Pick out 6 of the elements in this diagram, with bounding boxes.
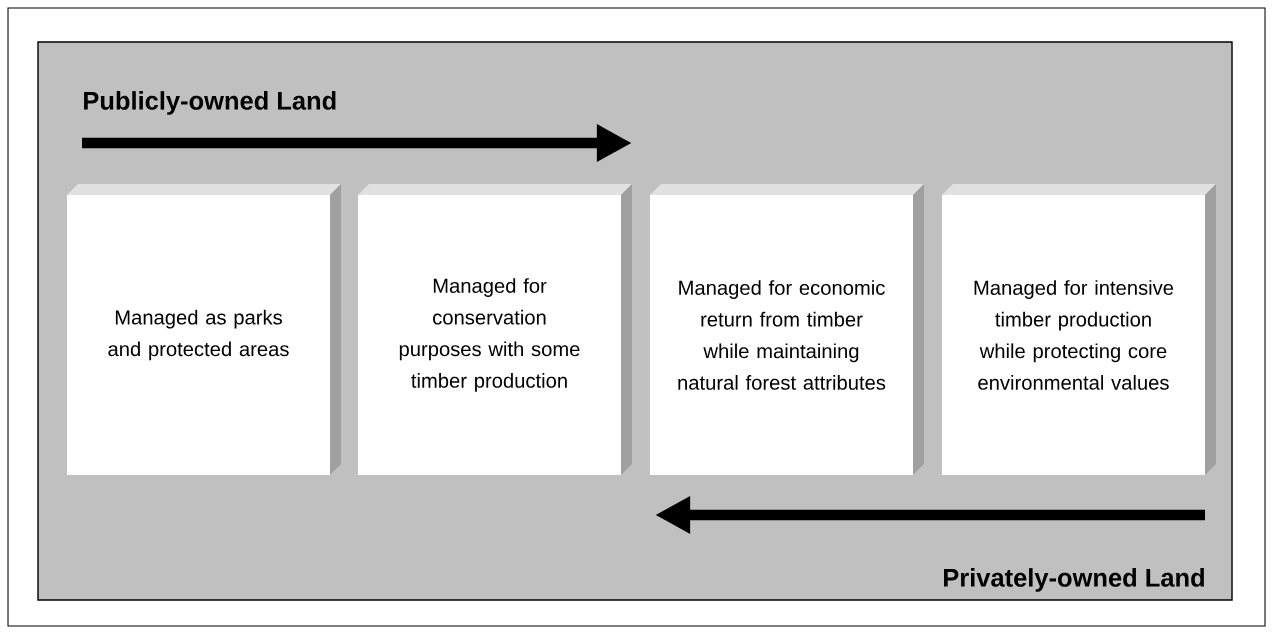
heading: Publicly-owned Land xyxy=(84,91,336,115)
box: Managed for intensive timber production while protecting core environmental values xyxy=(942,184,1216,475)
box: Managed for economic return from timber while maintaining natural forest attributes xyxy=(650,184,924,475)
box: Managed as parks and protected areas xyxy=(67,184,341,475)
heading: Privately-owned Land xyxy=(944,568,1204,592)
box: Managed for conservation purposes with some timber production xyxy=(358,184,632,475)
